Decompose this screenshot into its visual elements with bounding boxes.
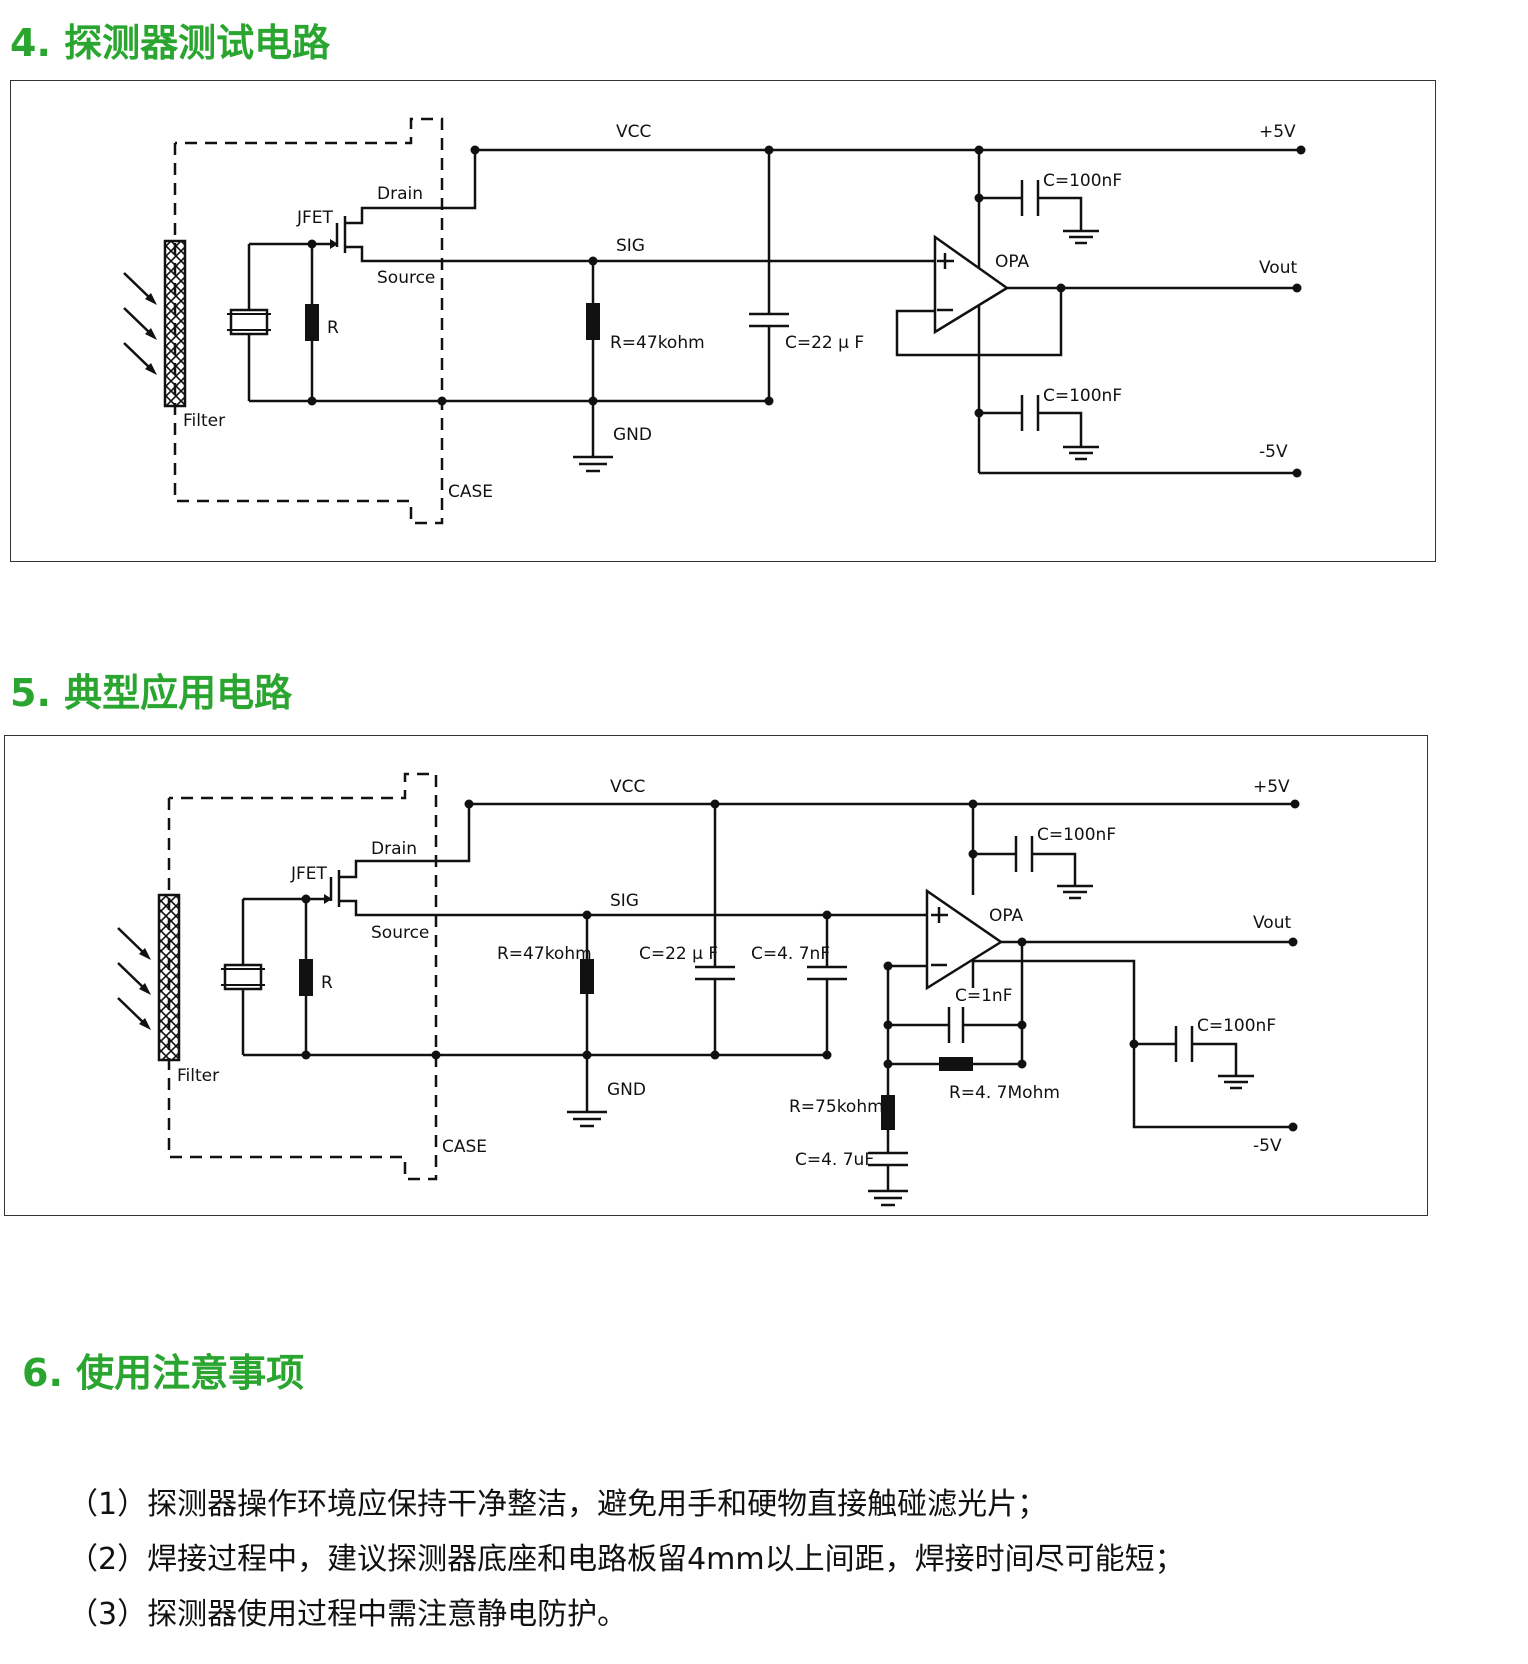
label-drain: Drain [371, 839, 417, 859]
section-4-heading: 4. 探测器测试电路 [10, 21, 331, 65]
label-gnd: GND [613, 425, 652, 445]
label-r47k: R=47kohm [497, 944, 592, 964]
label-c100-top: C=100nF [1037, 825, 1116, 845]
label-jfet: JFET [290, 864, 328, 884]
ground-symbols [573, 229, 1099, 473]
note-item: （1）探测器操作环境应保持干净整洁，避免用手和硬物直接触碰滤光片； [68, 1487, 1048, 1522]
label-r47m: R=4. 7Mohm [949, 1083, 1060, 1103]
resistor-47k [580, 959, 594, 994]
label-vout: Vout [1253, 913, 1291, 933]
wires [241, 802, 1295, 1191]
label-drain: Drain [377, 184, 423, 204]
label-plus5v: +5V [1253, 777, 1290, 797]
junction-dots [307, 145, 1306, 478]
jfet-gate-arrow [330, 239, 338, 249]
label-c100-top: C=100nF [1043, 171, 1122, 191]
label-c100-bottom: C=100nF [1043, 386, 1122, 406]
label-gnd: GND [607, 1080, 646, 1100]
label-c22: C=22 μ F [639, 944, 718, 964]
application-circuit-schematic: VCC +5V Drain JFET SIG Source R R=47kohm… [117, 772, 1300, 1207]
label-c1n: C=1nF [955, 986, 1012, 1006]
label-r: R [327, 318, 339, 338]
resistor-r [305, 304, 319, 341]
label-vcc: VCC [610, 777, 645, 797]
label-source: Source [377, 268, 435, 288]
label-c22: C=22 μ F [785, 333, 864, 353]
label-vout: Vout [1259, 258, 1297, 278]
ground-symbols [567, 884, 1254, 1207]
label-r: R [321, 973, 333, 993]
label-vcc: VCC [616, 122, 651, 142]
test-circuit-schematic: VCC +5V Drain JFET SIG Source R R=47kohm… [123, 117, 1306, 525]
label-c47u: C=4. 7uF [795, 1150, 874, 1170]
label-source: Source [371, 923, 429, 943]
label-case: CASE [442, 1137, 487, 1157]
section-5-heading: 5. 典型应用电路 [10, 671, 293, 715]
incident-light-arrows [123, 272, 157, 375]
application-circuit-diagram: VCC +5V Drain JFET SIG Source R R=47kohm… [4, 735, 1428, 1216]
label-minus5v: -5V [1253, 1136, 1282, 1156]
label-c47n: C=4. 7nF [751, 944, 830, 964]
label-plus5v: +5V [1259, 122, 1296, 142]
case-outline [167, 772, 438, 1181]
label-sig: SIG [610, 891, 639, 911]
label-r75k: R=75kohm [789, 1097, 884, 1117]
label-opa: OPA [989, 906, 1024, 926]
label-c100-bottom: C=100nF [1197, 1016, 1276, 1036]
section-6-heading: 6. 使用注意事项 [22, 1351, 305, 1395]
label-minus5v: -5V [1259, 442, 1288, 462]
components [163, 180, 1040, 431]
resistor-75k [881, 1095, 895, 1130]
label-filter: Filter [177, 1066, 219, 1086]
junction-dots [301, 799, 1300, 1132]
label-jfet: JFET [296, 208, 334, 228]
jfet-gate-arrow [324, 894, 332, 904]
components [157, 836, 1194, 1167]
resistor-47k [586, 303, 600, 340]
note-item: （3）探测器使用过程中需注意静电防护。 [68, 1597, 628, 1632]
label-sig: SIG [616, 236, 645, 256]
resistor-4-7m [939, 1057, 973, 1071]
label-case: CASE [448, 482, 493, 502]
incident-light-arrows [117, 927, 151, 1030]
case-outline [173, 117, 444, 525]
test-circuit-diagram: VCC +5V Drain JFET SIG Source R R=47kohm… [10, 80, 1436, 562]
label-r47k: R=47kohm [610, 333, 705, 353]
usage-notes: （1）探测器操作环境应保持干净整洁，避免用手和硬物直接触碰滤光片； （2）焊接过… [68, 1477, 1185, 1642]
label-opa: OPA [995, 252, 1030, 272]
label-filter: Filter [183, 411, 225, 431]
note-item: （2）焊接过程中，建议探测器底座和电路板留4mm以上间距，焊接时间尽可能短； [68, 1542, 1185, 1577]
resistor-r [299, 959, 313, 996]
